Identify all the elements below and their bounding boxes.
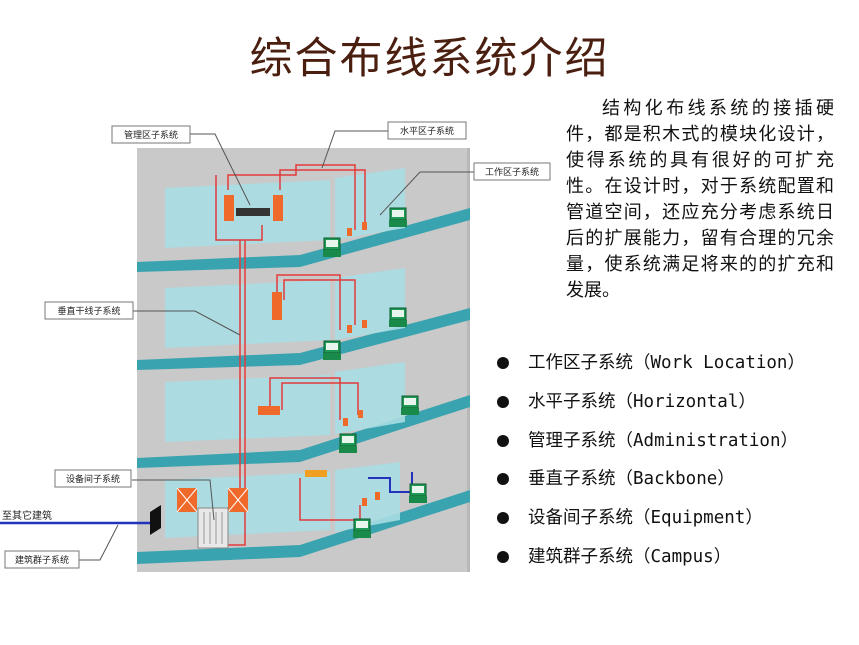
label-box-campus: 建筑群子系统: [4, 550, 80, 569]
label-box-horizontal: 水平区子系统: [387, 121, 467, 140]
label-backbone: 垂直干线子系统: [57, 305, 120, 317]
list-item: 管理子系统（Administration）: [497, 426, 805, 465]
partition-wall: [335, 462, 400, 532]
label-box-work-area: 工作区子系统: [473, 162, 551, 181]
label-box-backbone: 垂直干线子系统: [44, 301, 134, 320]
list-item: 水平子系统（Horizontal）: [497, 387, 805, 426]
workstation-icon: [322, 340, 342, 361]
list-item-label: 水平子系统（Horizontal）: [528, 391, 756, 412]
workstation-icon: [388, 307, 408, 328]
list-item: 设备间子系统（Equipment）: [497, 503, 805, 542]
floor-slab: [137, 308, 470, 370]
partition-wall: [335, 168, 405, 240]
patch-panel: [305, 470, 327, 477]
list-item-label: 管理子系统（Administration）: [528, 430, 799, 451]
patch-panel: [258, 406, 280, 415]
workstation-icon: [322, 237, 342, 258]
workstation-icon: [400, 395, 420, 416]
bullet-icon: [497, 473, 509, 486]
campus-entry-panel: [150, 505, 161, 535]
label-work-area: 工作区子系统: [485, 166, 539, 178]
list-item: 工作区子系统（Work Location）: [497, 348, 805, 387]
label-management: 管理区子系统: [124, 129, 178, 141]
page-title: 综合布线系统介绍: [249, 34, 610, 84]
bullet-icon: [497, 395, 509, 408]
workstation-icon: [352, 518, 372, 539]
partition-wall: [335, 362, 405, 434]
leader-lines: [78, 130, 474, 561]
bullet-icon: [497, 512, 509, 525]
subsystem-list: 工作区子系统（Work Location） 水平子系统（Horizontal） …: [497, 348, 805, 581]
floor-slab: [137, 208, 470, 272]
bullet-icon: [497, 357, 509, 369]
list-item-label: 工作区子系统（Work Location）: [528, 353, 805, 373]
label-campus: 建筑群子系统: [15, 554, 69, 566]
patch-panel: [224, 195, 234, 221]
list-item-label: 垂直子系统（Backbone）: [528, 469, 735, 490]
list-item: 垂直子系统（Backbone）: [497, 464, 805, 503]
list-item-label: 建筑群子系统（Campus）: [528, 546, 732, 567]
workstation-icon: [388, 207, 408, 228]
list-item: 建筑群子系统（Campus）: [497, 542, 805, 581]
patch-panel: [272, 292, 282, 320]
label-box-equipment: 设备间子系统: [54, 469, 132, 488]
floor-slab: [137, 395, 470, 468]
workstation-icon: [408, 483, 428, 504]
list-item-label: 设备间子系统（Equipment）: [528, 508, 763, 529]
workstation-icon: [338, 433, 358, 454]
description-text: 结构化布线系统的接插硬件，都是积木式的模块化设计，使得系统的具有很好的可扩充性。…: [566, 98, 834, 301]
label-to-building: 至其它建筑: [2, 509, 52, 522]
bullet-icon: [497, 550, 509, 563]
partition-wall: [335, 268, 405, 340]
label-horizontal: 水平区子系统: [400, 125, 454, 137]
label-box-management: 管理区子系统: [111, 125, 191, 144]
building-side-wall: [467, 148, 470, 572]
bullet-icon: [497, 434, 509, 447]
partition-wall: [165, 280, 330, 348]
outlets: [343, 222, 380, 506]
partition-wall: [165, 375, 330, 442]
floor-slab: [137, 490, 470, 564]
patch-panel: [273, 195, 283, 221]
label-equipment: 设备间子系统: [66, 473, 120, 485]
network-switch: [236, 208, 270, 216]
